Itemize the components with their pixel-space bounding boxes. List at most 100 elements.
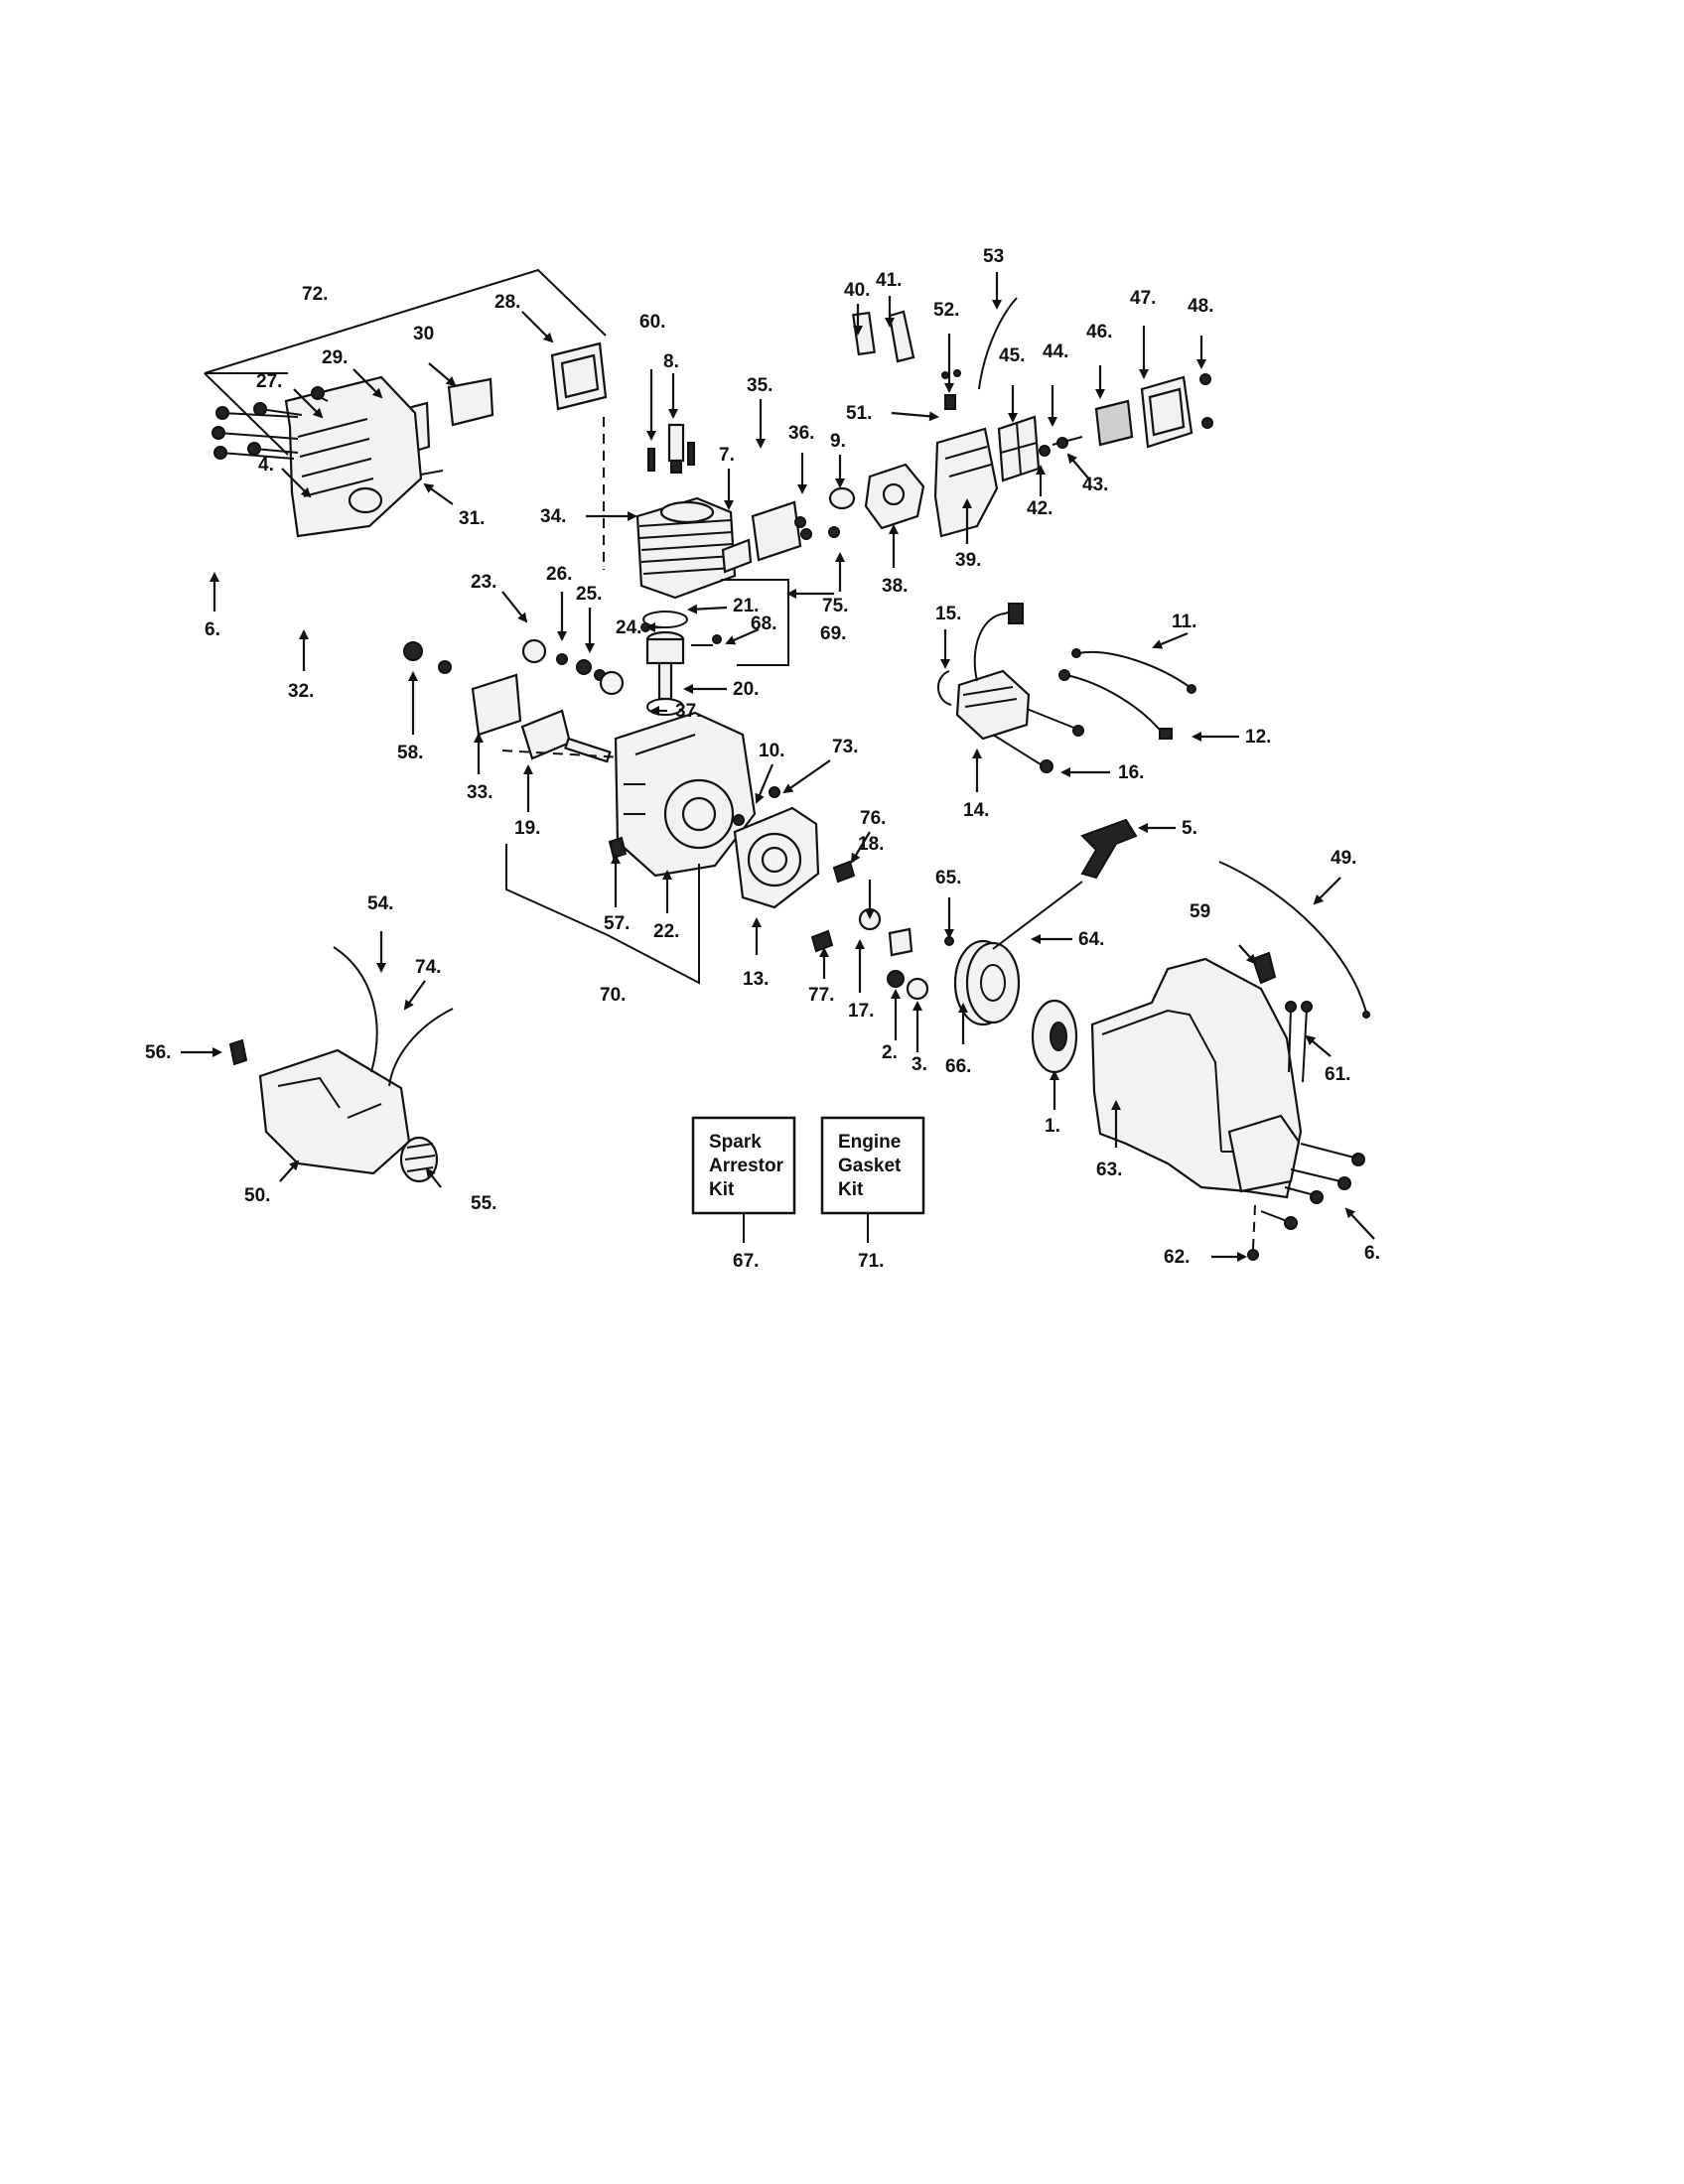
piston-part: [645, 630, 685, 701]
muffler-box-part: [550, 341, 608, 411]
part-label-48: 48.: [1188, 296, 1213, 317]
engine-gasket-kit-box: Engine Gasket Kit: [820, 1116, 925, 1243]
crankshaft-part: [520, 709, 612, 763]
part-label-33: 33.: [467, 782, 492, 803]
plate-part: [447, 377, 494, 427]
part-label-38: 38.: [882, 576, 908, 597]
part-label-8: 8.: [663, 351, 679, 372]
ignition-module-part: [955, 669, 1031, 741]
part-label-13: 13.: [743, 969, 769, 990]
part-label-28: 28.: [494, 292, 520, 313]
fuel-line-74-part: [388, 1008, 454, 1087]
part-label-77: 77.: [808, 985, 834, 1006]
parts-illustration: [204, 268, 1370, 1261]
svg-text:Kit: Kit: [709, 1179, 735, 1200]
part-label-5: 5.: [1182, 818, 1197, 839]
cylinder-part: [635, 496, 737, 600]
fuel-line-part: [978, 297, 1018, 390]
part-label-17: 17.: [848, 1001, 874, 1022]
part-label-42: 42.: [1027, 498, 1052, 519]
part-label-22: 22.: [653, 921, 679, 942]
air-filter-base-part: [933, 427, 999, 538]
part-label-25: 25.: [576, 584, 602, 605]
part-label-68: 68.: [751, 614, 776, 634]
part-label-76: 76.: [860, 808, 886, 829]
part-label-57: 57.: [604, 913, 630, 934]
leader-arrows: [181, 272, 1375, 1262]
crankcase-gasket-part: [471, 673, 522, 737]
housing-part: [1090, 957, 1303, 1199]
part-label-47: 47.: [1130, 288, 1156, 309]
part-label-4: 4.: [258, 455, 274, 476]
part-label-71: 71.: [858, 1251, 884, 1272]
part-label-21: 21.: [733, 596, 759, 616]
part-label-26: 26.: [546, 564, 572, 585]
part-label-3: 3.: [912, 1054, 927, 1075]
spacer-part: [828, 486, 856, 510]
part-label-32: 32.: [288, 681, 314, 702]
svg-text:Spark: Spark: [709, 1132, 762, 1153]
spark-arrestor-kit-box: Spark Arrestor Kit: [691, 1116, 796, 1243]
part-label-75: 75.: [822, 596, 848, 616]
crankcase-part: [614, 711, 757, 878]
part-label-44: 44.: [1043, 341, 1068, 362]
part-label-52: 52.: [933, 300, 959, 321]
part-label-2: 2.: [882, 1042, 898, 1063]
muffler-screws: [211, 386, 329, 460]
intake-gasket-part: [721, 538, 753, 574]
part-label-41: 41.: [876, 270, 902, 291]
part-labels: 1. 2. 3. 4. 5. 6. 7. 8. 9. 10. 11. 12. 1…: [145, 246, 1380, 1272]
part-label-49: 49.: [1331, 848, 1356, 869]
nut-part: [403, 641, 423, 661]
starter-rope-part: [992, 881, 1083, 950]
drain-plug-part: [608, 836, 628, 860]
part-label-72: 72.: [302, 284, 328, 305]
carburetor-part: [864, 463, 925, 530]
fuel-line-54-part: [333, 946, 378, 1073]
primer-part: [228, 1038, 248, 1066]
part-label-56: 56.: [145, 1042, 171, 1063]
part-label-60: 60.: [639, 312, 665, 333]
part-label-64: 64.: [1078, 929, 1104, 950]
starter-handle-part: [1080, 818, 1138, 880]
part-label-66: 66.: [945, 1056, 971, 1077]
spark-plug-part: [667, 423, 685, 474]
svg-text:Arrestor: Arrestor: [709, 1156, 784, 1176]
starter-pulley-part: [1031, 999, 1078, 1074]
part-label-73: 73.: [832, 737, 858, 757]
part-label-14: 14.: [963, 800, 989, 821]
part-label-58: 58.: [397, 743, 423, 763]
part-label-45: 45.: [999, 345, 1025, 366]
part-label-51: 51.: [846, 403, 872, 424]
part-label-53: 53: [983, 246, 1004, 267]
svg-text:Gasket: Gasket: [838, 1156, 902, 1176]
switch-part: [1251, 951, 1277, 985]
part-label-39: 39.: [955, 550, 981, 571]
air-filter-part: [1094, 399, 1134, 447]
part-label-20: 20.: [733, 679, 759, 700]
part-label-11: 11.: [1172, 612, 1196, 632]
part-label-15: 15.: [935, 604, 961, 624]
shaft-part: [888, 927, 913, 957]
part-label-24: 24.: [616, 617, 641, 638]
part-label-67: 67.: [733, 1251, 759, 1272]
svg-text:Kit: Kit: [838, 1179, 864, 1200]
part-label-19: 19.: [514, 818, 540, 839]
part-label-55: 55.: [471, 1193, 496, 1214]
part-label-29: 29.: [322, 347, 348, 368]
part-label-74: 74.: [415, 957, 441, 978]
ground-wire-11-part: [1077, 651, 1191, 688]
part-label-31: 31.: [459, 508, 485, 529]
fuel-tank-part: [258, 1048, 411, 1175]
plate-40-part: [852, 311, 876, 356]
part-label-16: 16.: [1118, 762, 1144, 783]
part-label-36: 36.: [788, 423, 814, 444]
part-label-43: 43.: [1082, 475, 1108, 495]
part-label-59: 59: [1190, 901, 1210, 922]
part-label-10: 10.: [759, 741, 784, 761]
part-label-6-right: 6.: [1364, 1243, 1380, 1264]
part-label-63: 63.: [1096, 1160, 1122, 1180]
part-label-30: 30: [413, 324, 434, 344]
part-label-27: 27.: [256, 371, 282, 392]
